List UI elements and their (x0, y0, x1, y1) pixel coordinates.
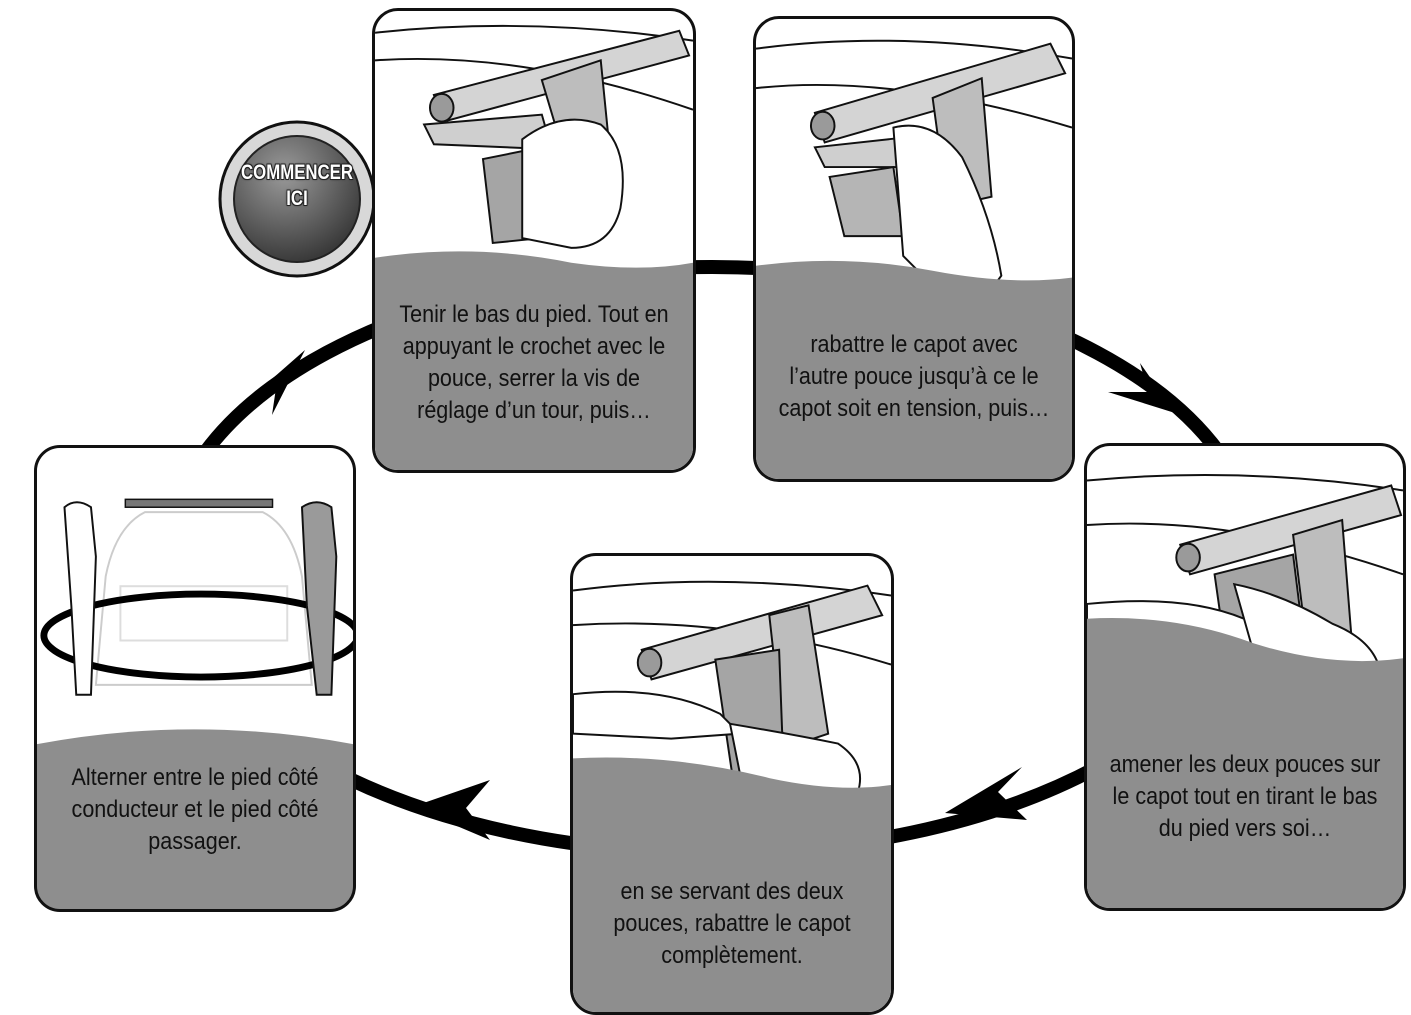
badge-label: COMMENCER ICI (232, 160, 362, 212)
arrowhead-lower-right (945, 767, 1027, 820)
arrowhead-up-left (248, 350, 305, 415)
roof-rack-foot-illustration (375, 24, 693, 470)
start-badge: COMMENCER ICI (216, 118, 378, 280)
arrowhead-right (1108, 363, 1175, 413)
person-silhouette (63, 501, 97, 696)
roof-rack-foot-illustration (573, 580, 891, 1012)
step-panel-2: rabattre le capot avec l’autre pouce jus… (753, 16, 1075, 482)
arrowhead-lower-left (412, 780, 490, 840)
step-panel-5: Alterner entre le pied côté conducteur e… (34, 445, 356, 912)
person-silhouette (300, 501, 338, 696)
hand-illustration (521, 118, 624, 249)
roof-rack-foot-illustration (1087, 474, 1403, 908)
badge-circle-icon (218, 120, 376, 278)
step-panel-1: Tenir le bas du pied. Tout en appuyant l… (372, 8, 696, 473)
badge-line-1: COMMENCER (241, 161, 353, 184)
step-2-caption: rabattre le capot avec l’autre pouce jus… (778, 331, 1050, 422)
step-4-caption: en se servant des deux pouces, rabattre … (613, 878, 851, 969)
step-3-caption: amener les deux pouces sur le capot tout… (1109, 751, 1381, 842)
badge-line-2: ICI (286, 187, 308, 210)
step-5-caption: Alterner entre le pied côté conducteur e… (71, 764, 319, 855)
step-1-caption: Tenir le bas du pied. Tout en appuyant l… (399, 301, 669, 424)
truck-illustration (37, 448, 353, 745)
step-panel-3: amener les deux pouces sur le capot tout… (1084, 443, 1406, 911)
hand-illustration (573, 690, 743, 740)
step-panel-4: en se servant des deux pouces, rabattre … (570, 553, 894, 1015)
roof-rack-foot-illustration (756, 39, 1072, 479)
rotation-arrow-icon (40, 590, 353, 681)
